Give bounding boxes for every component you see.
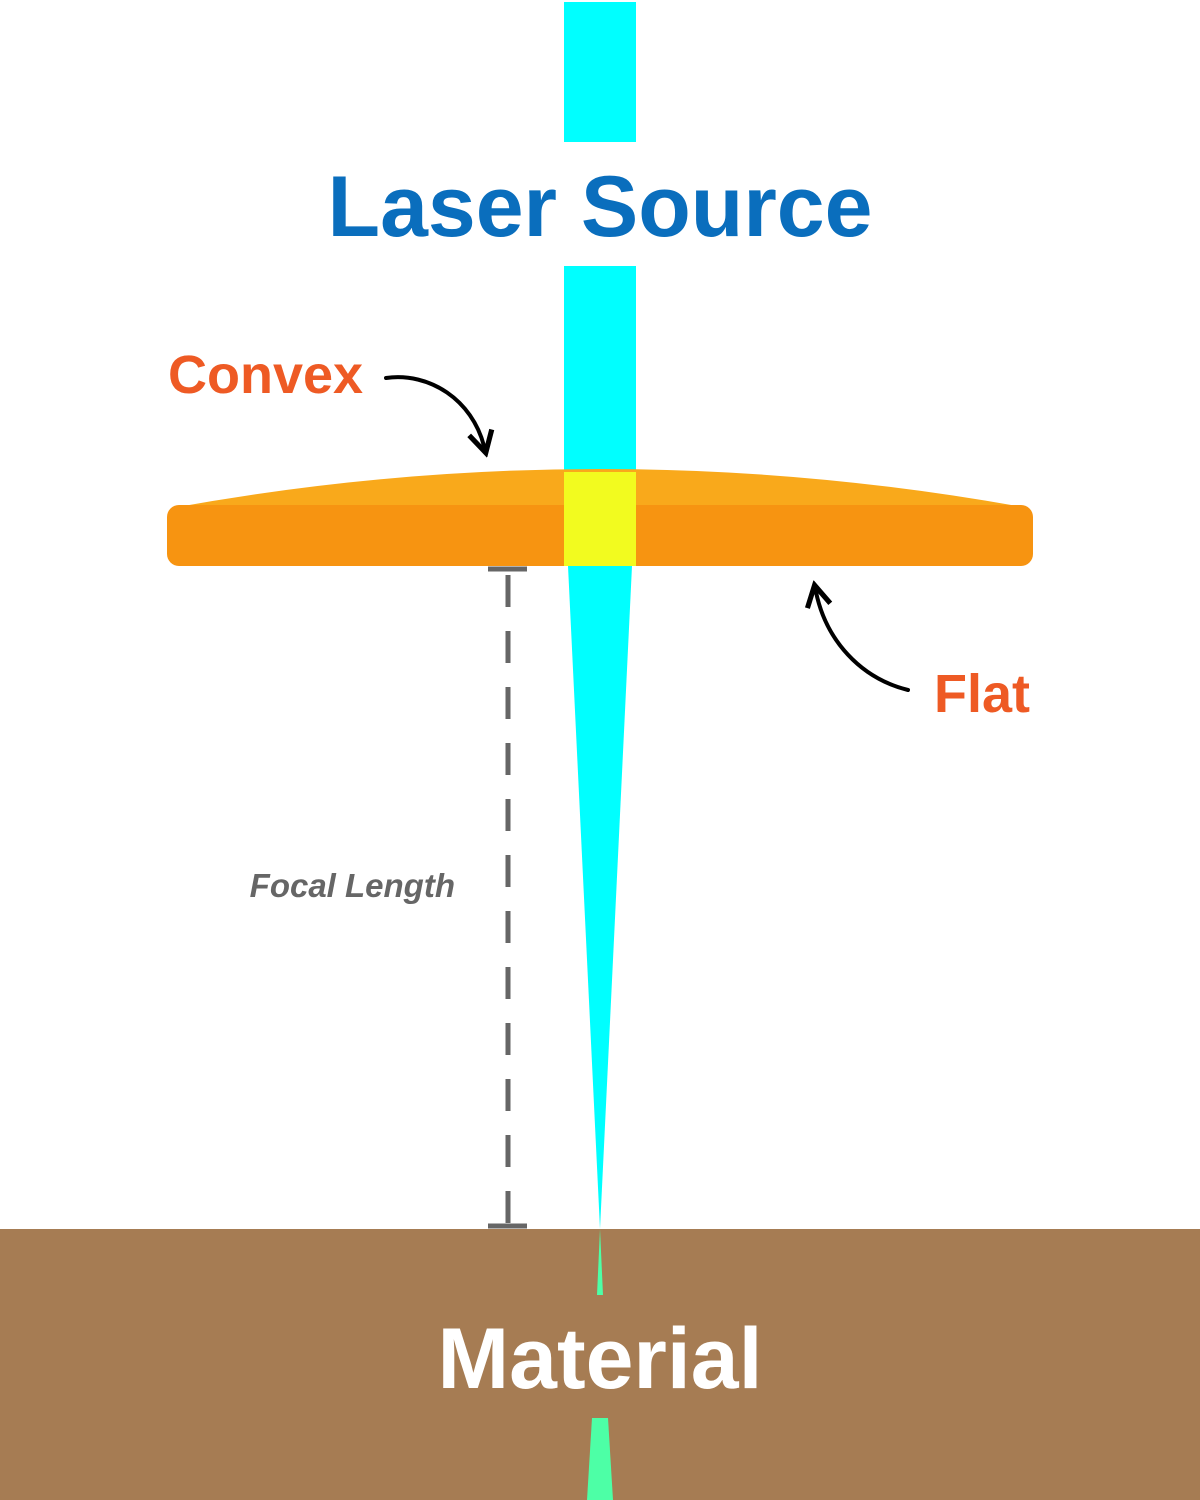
convex-pointer-arrow (384, 375, 484, 446)
beam-in-material-lower (587, 1418, 613, 1500)
laser-beam-upper-segment (564, 266, 636, 476)
flat-label: Flat (934, 664, 1030, 724)
flat-pointer-arrow (816, 592, 910, 692)
laser-beam-top-segment (564, 2, 636, 142)
focused-laser-beam (568, 566, 632, 1229)
material-label: Material (437, 1311, 762, 1407)
laser-source-title: Laser Source (328, 159, 873, 255)
beam-in-material-upper (597, 1229, 603, 1295)
convex-label: Convex (168, 345, 363, 405)
focal-length-label: Focal Length (250, 867, 455, 904)
lens-beam-overlap (564, 472, 636, 566)
